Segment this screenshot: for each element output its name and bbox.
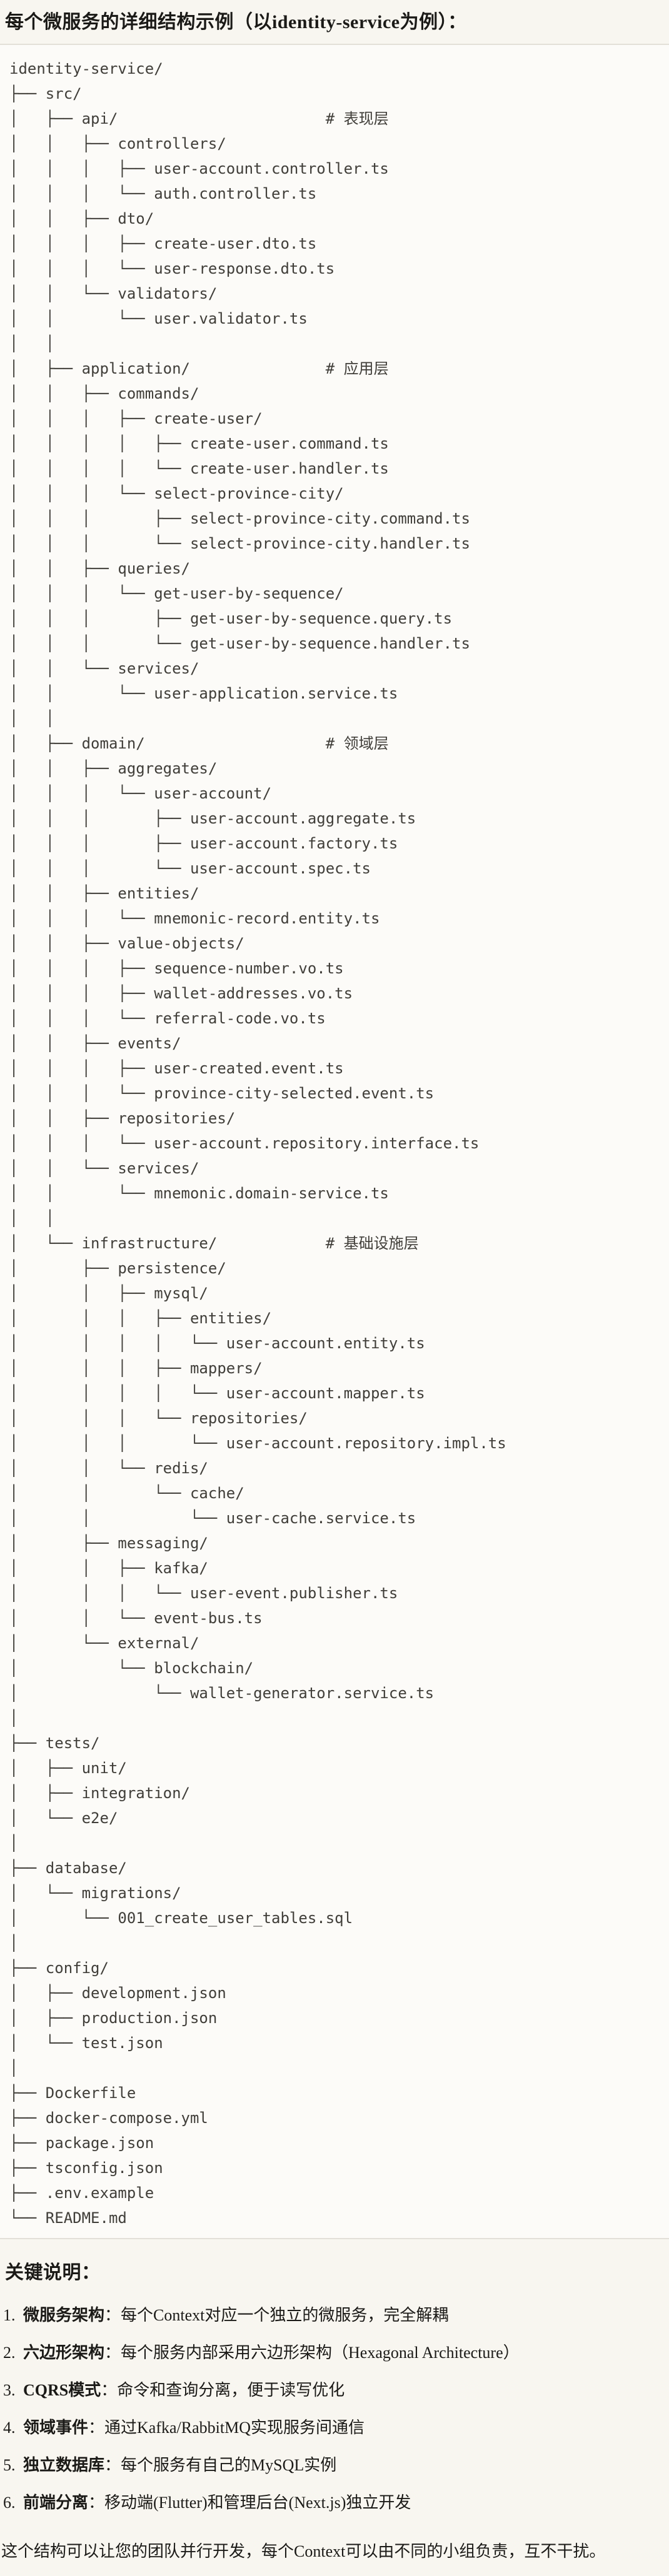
item-term: 六边形架构 [23, 2344, 105, 2362]
item-text: ：每个服务有自己的MySQL实例 [104, 2456, 337, 2474]
item-text: ：每个Context对应一个独立的微服务，完全解耦 [104, 2306, 449, 2324]
item-term: 前端分离 [23, 2494, 89, 2512]
item-term: 微服务架构 [23, 2306, 105, 2324]
item-term: 领域事件 [23, 2419, 89, 2437]
item-term: 独立数据库 [23, 2456, 105, 2474]
item-number: 1. [3, 2306, 16, 2324]
notes-heading: 关键说明： [5, 2262, 101, 2283]
item-text: ：命令和查询分离，便于读写优化 [101, 2381, 345, 2399]
item-number: 2. [3, 2344, 16, 2362]
list-item: 5. 独立数据库：每个服务有自己的MySQL实例 [3, 2456, 669, 2475]
code-block: identity-service/ ├── src/ │ ├── api/ # … [0, 44, 669, 2239]
list-item: 2. 六边形架构：每个服务内部采用六边形架构（Hexagonal Architec… [3, 2344, 669, 2362]
closing-paragraph: 这个结构可以让您的团队并行开发，每个Context可以由不同的小组负责，互不干扰… [1, 2542, 606, 2560]
item-number: 6. [3, 2494, 16, 2512]
notes-list: 1. 微服务架构：每个Context对应一个独立的微服务，完全解耦 2. 六边形架构… [3, 2306, 669, 2512]
item-text: ：移动端(Flutter)和管理后台(Next.js)独立开发 [88, 2494, 411, 2512]
item-number: 4. [3, 2419, 16, 2437]
directory-tree: identity-service/ ├── src/ │ ├── api/ # … [9, 60, 506, 2227]
page-title: 每个微服务的详细结构示例（以identity-service为例）： [5, 12, 467, 32]
item-number: 5. [3, 2456, 16, 2474]
item-text: ：通过Kafka/RabbitMQ实现服务间通信 [88, 2419, 365, 2437]
list-item: 3. CQRS模式：命令和查询分离，便于读写优化 [3, 2381, 669, 2400]
list-item: 1. 微服务架构：每个Context对应一个独立的微服务，完全解耦 [3, 2306, 669, 2325]
item-number: 3. [3, 2381, 16, 2399]
list-item: 6. 前端分离：移动端(Flutter)和管理后台(Next.js)独立开发 [3, 2494, 669, 2512]
list-item: 4. 领域事件：通过Kafka/RabbitMQ实现服务间通信 [3, 2419, 669, 2437]
item-term: CQRS模式 [23, 2381, 101, 2399]
item-text: ：每个服务内部采用六边形架构（Hexagonal Architecture） [104, 2344, 520, 2362]
